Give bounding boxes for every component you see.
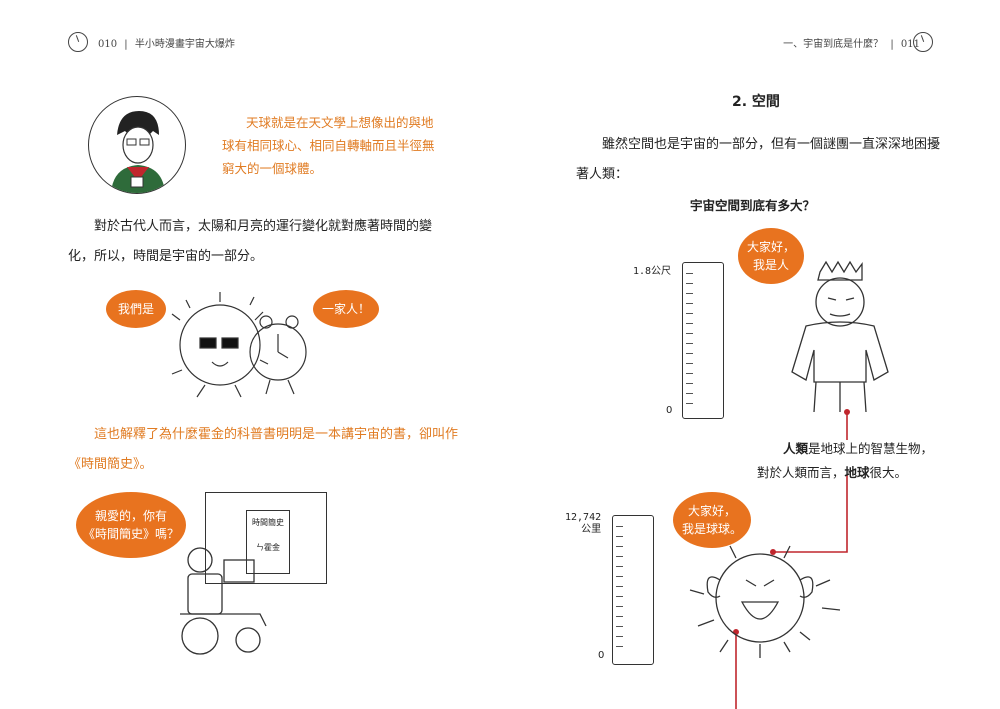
human-illustration <box>791 260 889 413</box>
ruler-bottom-label: 0 <box>666 405 673 416</box>
author-portrait <box>88 96 186 194</box>
bubble-line: 我是球球。 <box>681 522 742 536</box>
paragraph-line: 化，所以，時間是宇宙的一部分。 <box>68 249 264 264</box>
ruler-top-label: 12,742 公里 <box>565 512 601 536</box>
ruler-human <box>682 262 724 419</box>
paragraph-line: 這也解釋了為什麼霍金的科普書明明是一本講宇宙的書，卻叫作 <box>94 427 459 442</box>
ruler-top-label: 1.8公尺 <box>633 266 672 277</box>
bubble-line: 大家好， <box>687 504 736 518</box>
chapter-title: 一、宇宙到底是什麼？ <box>783 39 884 50</box>
bubble-line: 《時間簡史》嗎？ <box>82 527 179 541</box>
ruler-bottom-label: 0 <box>598 650 605 661</box>
ruler-value: 12,742 <box>565 512 602 523</box>
sun-and-clock-illustration <box>171 292 307 398</box>
whiteboard <box>205 492 327 584</box>
clock-icon <box>913 32 933 52</box>
paragraph-hawking: 這也解釋了為什麼霍金的科普書明明是一本講宇宙的書，卻叫作 《時間簡史》。 <box>68 420 458 480</box>
note-text: 是地球上的智慧生物， <box>808 441 934 456</box>
page-number-left: 010 <box>98 39 118 50</box>
bold-humans: 人類 <box>783 441 809 456</box>
clock-icon <box>68 32 88 52</box>
paragraph-line: 著人類： <box>576 167 629 182</box>
book-title-text: 時間簡史 <box>252 518 284 527</box>
human-note-line2: 對於人類而言，地球很大。 <box>757 462 907 481</box>
human-note-line1: 人類是地球上的智慧生物， <box>783 438 933 457</box>
book-title: 半小時漫畫宇宙大爆炸 <box>134 39 235 50</box>
quote-line: 球有相同球心、相同自轉軸而且半徑無 <box>222 138 435 153</box>
bubble-line: 親愛的，你有 <box>94 509 167 523</box>
bold-earth: 地球 <box>844 465 870 480</box>
header-left: 010 | 半小時漫畫宇宙大爆炸 <box>98 39 235 50</box>
speech-bubble-earth: 大家好， 我是球球。 <box>673 492 751 548</box>
speech-bubble-hawking: 親愛的，你有 《時間簡史》嗎？ <box>76 492 186 558</box>
bubble-line: 我是人 <box>752 258 789 272</box>
bubble-line: 大家好， <box>746 240 795 254</box>
question-heading: 宇宙空間到底有多大？ <box>690 198 816 213</box>
book-author-text: ㄣ霍金 <box>256 543 280 552</box>
paragraph-line: 《時間簡史》。 <box>68 457 153 472</box>
earth-character-illustration <box>689 545 841 658</box>
header-right: 一、宇宙到底是什麼？ | 011 <box>783 39 920 50</box>
speech-bubble-family: 一家人！ <box>313 290 379 328</box>
note-text: 對於人類而言， <box>757 465 845 480</box>
ruler-unit: 公里 <box>581 524 602 535</box>
page-number-right: 011 <box>900 39 920 50</box>
quote-line: 天球就是在天文學上想像出的與地 <box>246 115 434 130</box>
note-text: 很大。 <box>869 465 908 480</box>
quote-line: 窮大的一個球體。 <box>222 161 323 176</box>
ruler-earth <box>612 515 654 665</box>
paragraph-line: 雖然空間也是宇宙的一部分，但有一個謎團一直深深地困擾 <box>602 137 941 152</box>
celestial-sphere-quote: 天球就是在天文學上想像出的與地 球有相同球心、相同自轉軸而且半徑無 窮大的一個球… <box>222 111 435 180</box>
hawking-wheelchair-illustration <box>180 547 267 655</box>
section-title: 2. 空間 <box>732 94 780 110</box>
speech-bubble-human: 大家好， 我是人 <box>738 228 804 284</box>
book-cover: 時間簡史 ㄣ霍金 <box>246 510 290 574</box>
speech-bubble-we-are: 我們是 <box>106 290 166 328</box>
intro-paragraph: 雖然空間也是宇宙的一部分，但有一個謎團一直深深地困擾 著人類： <box>576 130 940 190</box>
paragraph-time: 對於古代人而言，太陽和月亮的運行變化就對應著時間的變 化，所以，時間是宇宙的一部… <box>68 212 432 272</box>
paragraph-line: 對於古代人而言，太陽和月亮的運行變化就對應著時間的變 <box>94 219 433 234</box>
